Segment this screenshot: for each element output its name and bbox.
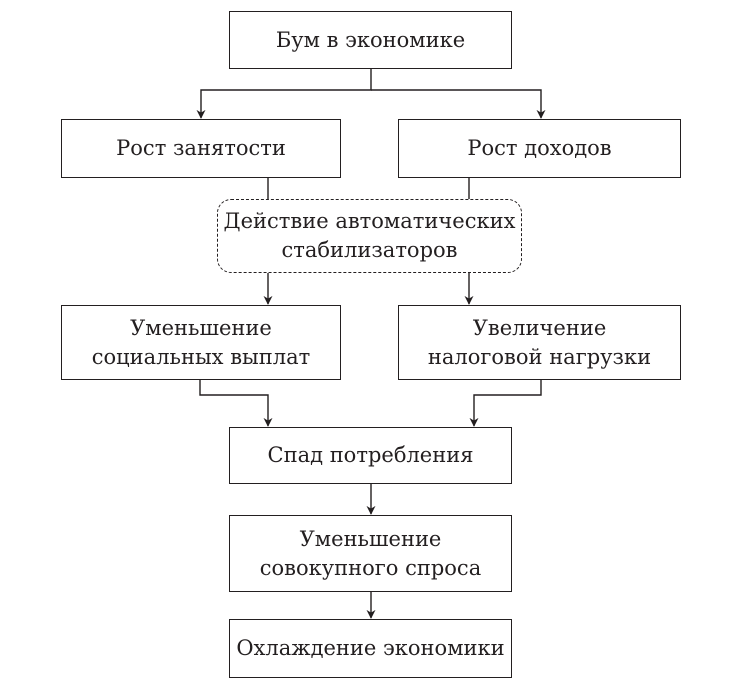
connector-boom-to-employment (196, 69, 372, 119)
node-boom: Бум в экономике (229, 11, 512, 69)
connector-social-to-consumption (199, 380, 273, 427)
node-income-growth: Рост доходов (398, 119, 681, 178)
node-boom-line-1: Бум в экономике (275, 27, 466, 52)
node-automatic-stabilizers-line-1: Действие автоматических (223, 209, 516, 233)
connector-tax-to-consumption (469, 380, 542, 427)
node-income-growth-line-1: Рост доходов (467, 136, 612, 160)
node-aggregate-demand-decrease-line-1: Уменьшение (299, 526, 442, 551)
node-consumption-decline: Спад потребления (229, 427, 512, 484)
node-economy-cooling-line-1: Охлаждение экономики (236, 636, 505, 660)
node-tax-burden-increase: Увеличение налоговой нагрузки (398, 305, 681, 380)
node-aggregate-demand-decrease: Уменьшение совокупного спроса (229, 515, 512, 592)
node-social-payments-decrease-line-2: социальных выплат (91, 344, 311, 369)
node-automatic-stabilizers-line-2: стабилизаторов (281, 238, 458, 262)
node-employment-growth-line-1: Рост занятости (116, 136, 286, 160)
node-aggregate-demand-decrease-line-2: совокупного спроса (259, 555, 482, 580)
node-tax-burden-increase-line-2: налоговой нагрузки (427, 344, 652, 369)
node-economy-cooling: Охлаждение экономики (229, 619, 512, 678)
node-consumption-decline-line-1: Спад потребления (267, 443, 474, 467)
node-social-payments-decrease: Уменьшение социальных выплат (61, 305, 341, 380)
node-automatic-stabilizers: Действие автоматических стабилизаторов (217, 199, 522, 273)
node-social-payments-decrease-line-1: Уменьшение (130, 315, 272, 340)
node-tax-burden-increase-line-1: Увеличение (472, 315, 607, 340)
node-employment-growth: Рост занятости (61, 119, 341, 178)
connector-boom-to-income (371, 89, 546, 119)
